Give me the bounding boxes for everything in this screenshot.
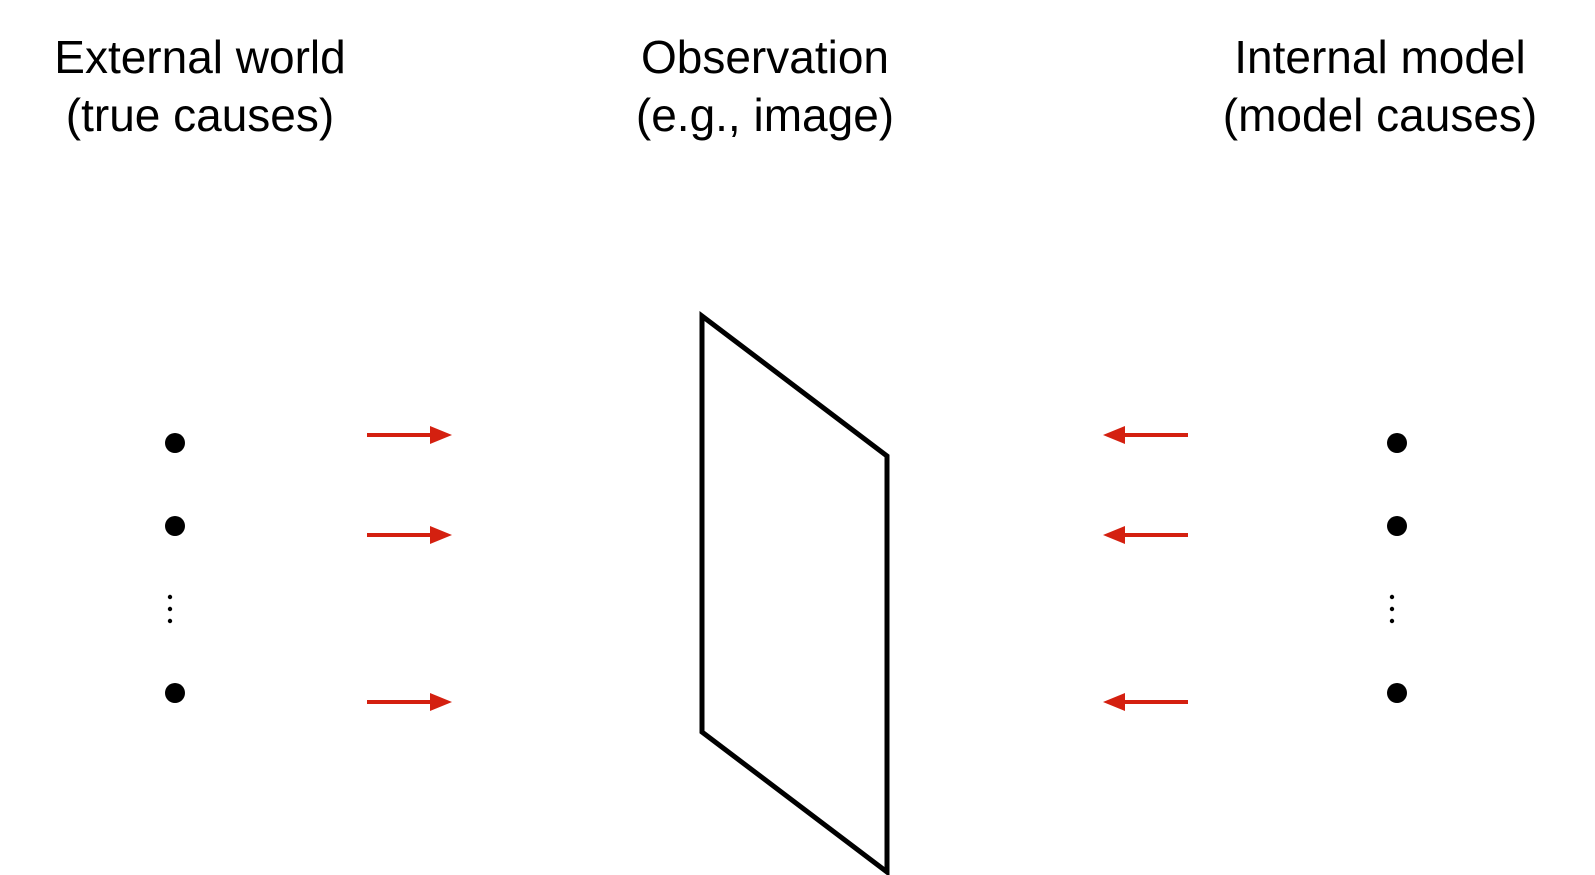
arrow-left-icon: [1103, 693, 1188, 711]
image-plane-icon: [699, 310, 890, 875]
model-cause-node: [1387, 516, 1407, 536]
internal-model-subtitle: (model causes): [1222, 89, 1538, 141]
observation-subtitle: (e.g., image): [635, 89, 895, 141]
true-cause-node: [165, 683, 185, 703]
external-world-heading: External world (true causes): [20, 28, 380, 144]
model-cause-node: [1387, 433, 1407, 453]
generative-arrows-left: [367, 426, 452, 711]
true-cause-node: [165, 516, 185, 536]
vertical-ellipsis-icon: [167, 594, 173, 624]
true-cause-node: [165, 433, 185, 453]
arrow-right-icon: [367, 693, 452, 711]
internal-model-heading: Internal model (model causes): [1190, 28, 1570, 144]
model-cause-node: [1387, 683, 1407, 703]
external-world-subtitle: (true causes): [65, 89, 335, 141]
arrow-right-icon: [367, 526, 452, 544]
internal-model-title: Internal model: [1234, 31, 1526, 83]
model-causes-column: [1387, 433, 1407, 703]
arrow-right-icon: [367, 426, 452, 444]
observation-heading: Observation (e.g., image): [600, 28, 930, 144]
arrow-left-icon: [1103, 426, 1188, 444]
true-causes-column: [165, 433, 185, 703]
external-world-title: External world: [54, 31, 346, 83]
arrow-left-icon: [1103, 526, 1188, 544]
vertical-ellipsis-icon: [1389, 594, 1395, 624]
observation-title: Observation: [640, 31, 889, 83]
generative-arrows-right: [1103, 426, 1188, 711]
